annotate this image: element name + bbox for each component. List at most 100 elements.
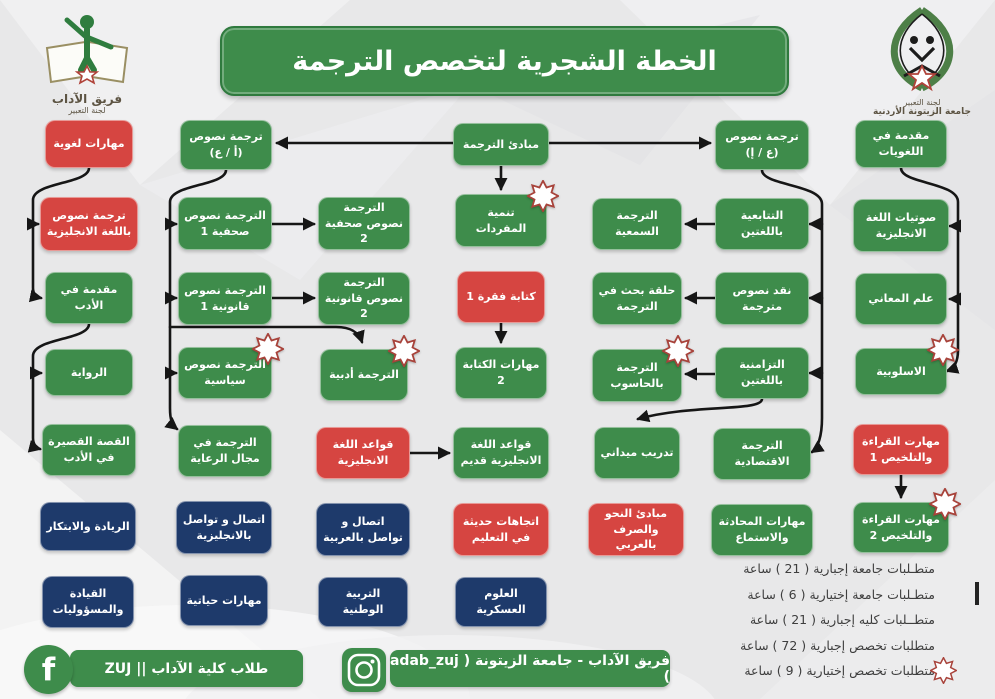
course-box-b1: ترجمة نصوص (ع / إ) — [715, 120, 809, 170]
course-box-g4: الرواية — [45, 349, 133, 396]
legend-row: متطــلبات كليه إجبارية ( 21 ) ساعة — [740, 607, 979, 633]
page-title: الخطة الشجرية لتخصص الترجمة — [220, 26, 789, 96]
arts-team-logo-subtitle: لجنة التعبير — [68, 106, 106, 115]
course-box-d4: مهارات الكتابة 2 — [455, 347, 547, 399]
course-label: كتابة فقرة 1 — [466, 290, 536, 304]
course-box-d7: العلوم العسكرية — [455, 577, 547, 627]
arts-team-logo-title: فريق الآداب — [51, 92, 123, 106]
elective-star-icon — [386, 333, 422, 369]
course-box-g7: القيادة والمسؤوليات — [42, 576, 134, 628]
course-box-f4: الترجمة نصوص سياسية — [178, 331, 286, 399]
course-box-a5: مهارت القراءة والتلخيص 1 — [853, 424, 949, 475]
course-box-d6: اتجاهات حديثة في التعليم — [453, 503, 549, 556]
course-box-f1: ترجمة نصوص (أ / ع) — [180, 120, 272, 170]
course-box-d2: تنمية المفردات — [455, 178, 561, 247]
course-box-g5: القصة القصيرة في الأدب — [42, 424, 136, 476]
course-label: الترجمة نصوص صحفية 1 — [184, 208, 266, 238]
course-label: مهارات المحادثة والاستماع — [718, 515, 806, 544]
course-box-f3: الترجمة نصوص قانونية 1 — [178, 272, 272, 325]
course-box-e1: الترجمة نصوص صحفية 2 — [318, 197, 410, 250]
course-label: الترجمة نصوص صحفية 2 — [324, 200, 404, 246]
course-label: اتصال و تواصل بالانجليزية — [182, 512, 266, 542]
course-label: مبادئ الترجمة — [462, 137, 540, 151]
course-label: صوتيات اللغة الانجليزية — [865, 210, 937, 240]
facebook-handle: طلاب كلية الآداب || ZUJ — [70, 650, 303, 687]
course-box-e3: الترجمة أدبية — [320, 333, 422, 401]
course-label: الترجمة أدبية — [329, 368, 399, 382]
legend-label: متطلبات تخصص إجبارية ( 72 ) ساعة — [740, 637, 935, 653]
course-box-e5: اتصال و تواصل بالعربية — [316, 503, 410, 556]
course-label: الترجمة نصوص قانونية 2 — [324, 275, 404, 321]
course-label: ترجمة نصوص باللغة الانجليزية — [46, 209, 132, 238]
facebook-icon: f — [24, 645, 73, 694]
course-box-b5: الترجمة الاقتصادية — [713, 428, 811, 480]
course-label: ترجمة نصوص (أ / ع) — [189, 130, 263, 159]
legend-label: متطـلبات جامعة إجبارية ( 21 ) ساعة — [743, 561, 935, 577]
course-label: الترجمة السمعية — [615, 209, 659, 238]
course-box-c4: تدريب ميداني — [594, 427, 680, 479]
elective-star-icon — [925, 332, 961, 368]
legend-row: متطـلبات جامعة إختيارية ( 6 ) ساعة — [740, 582, 979, 608]
course-label: الترجمة نصوص قانونية 1 — [184, 283, 266, 313]
course-box-e6: التربية الوطنية — [318, 577, 408, 627]
course-label: مقدمة في الأدب — [60, 283, 118, 312]
course-label: العلوم العسكرية — [476, 587, 526, 616]
course-box-b6: مهارات المحادثة والاستماع — [711, 504, 813, 556]
course-box-c5: مبادئ النحو والصرف بالعربي — [588, 503, 684, 556]
course-label: الاسلوبية — [876, 364, 926, 378]
instagram-icon — [342, 648, 386, 692]
course-box-e4: قواعد اللغة الانجليزية — [316, 427, 410, 479]
course-label: تدريب ميداني — [600, 446, 674, 460]
course-label: الترجمة في مجال الرعاية — [190, 436, 260, 465]
legend-row: متطلبات تخصص إجبارية ( 72 ) ساعة — [740, 633, 979, 659]
course-box-a3: علم المعاني — [855, 273, 947, 325]
course-label: الترجمة نصوص سياسية — [184, 358, 266, 387]
course-label: مهارت القراءة والتلخيص 2 — [862, 512, 940, 542]
course-label: مهارات الكتابة 2 — [462, 358, 540, 387]
legend-swatch — [975, 582, 979, 606]
legend-label: متطلبات تخصص إختيارية ( 9 ) ساعة — [744, 663, 935, 679]
course-label: مقدمة في اللغويات — [872, 129, 930, 158]
legend-label: متطــلبات كليه إجبارية ( 21 ) ساعة — [749, 612, 935, 628]
course-box-c3: الترجمة بالحاسوب — [592, 333, 696, 402]
course-box-d5: قواعد اللغة الانجليزية قديم — [453, 427, 549, 479]
course-label: تنمية المفردات — [475, 205, 527, 235]
course-box-c1: الترجمة السمعية — [592, 198, 682, 250]
arts-team-logo: فريق الآداب لجنة التعبير — [28, 10, 146, 115]
course-label: مبادئ النحو والصرف بالعربي — [604, 506, 668, 552]
course-label: اتجاهات حديثة في التعليم — [462, 514, 540, 544]
course-box-g2: ترجمة نصوص باللغة الانجليزية — [40, 197, 138, 251]
university-logo-line2: جامعة الزيتونة الأردنية — [873, 107, 971, 117]
course-box-a2: صوتيات اللغة الانجليزية — [853, 199, 949, 252]
course-box-a1: مقدمة في اللغويات — [855, 120, 947, 168]
course-label: التربية الوطنية — [342, 587, 384, 616]
course-label: مهارات حياتية — [186, 593, 262, 607]
course-label: اتصال و تواصل بالعربية — [323, 514, 403, 544]
course-label: مهارات لغوية — [53, 137, 125, 151]
course-box-g3: مقدمة في الأدب — [45, 272, 133, 324]
course-label: التزامنية باللغتين — [739, 358, 785, 387]
instagram-handle: فريق الآداب - جامعة الزيتونة ( adab_zuj … — [390, 650, 670, 687]
course-label: قواعد اللغة الانجليزية قديم — [460, 438, 542, 467]
arts-team-logo-graphic — [45, 15, 129, 85]
course-label: مهارت القراءة والتلخيص 1 — [862, 434, 940, 464]
course-box-a4: الاسلوبية — [855, 332, 961, 395]
course-label: الرواية — [70, 365, 108, 379]
course-box-e2: الترجمة نصوص قانونية 2 — [318, 272, 410, 325]
university-logo-graphic — [890, 7, 954, 92]
course-label: الريادة والابتكار — [46, 519, 130, 533]
course-label: الترجمة بالحاسوب — [610, 360, 664, 390]
course-label: نقد نصوص مترجمة — [732, 283, 792, 313]
elective-star-icon — [929, 655, 958, 685]
course-label: ترجمة نصوص (ع / إ) — [725, 130, 799, 159]
course-box-b4: التزامنية باللغتين — [715, 347, 809, 399]
course-label: الترجمة الاقتصادية — [734, 439, 790, 468]
course-box-d1: مبادئ الترجمة — [453, 123, 549, 166]
course-box-f7: مهارات حياتية — [180, 575, 268, 626]
course-label: التتابعية باللغتين — [740, 209, 784, 238]
course-box-g1: مهارات لغوية — [45, 120, 133, 168]
university-logo: لجنة التعبير جامعة الزيتونة الأردنية — [856, 4, 988, 117]
course-label: قواعد اللغة الانجليزية — [332, 438, 394, 467]
legend: متطـلبات جامعة إجبارية ( 21 ) ساعة متطـلب… — [740, 556, 979, 685]
